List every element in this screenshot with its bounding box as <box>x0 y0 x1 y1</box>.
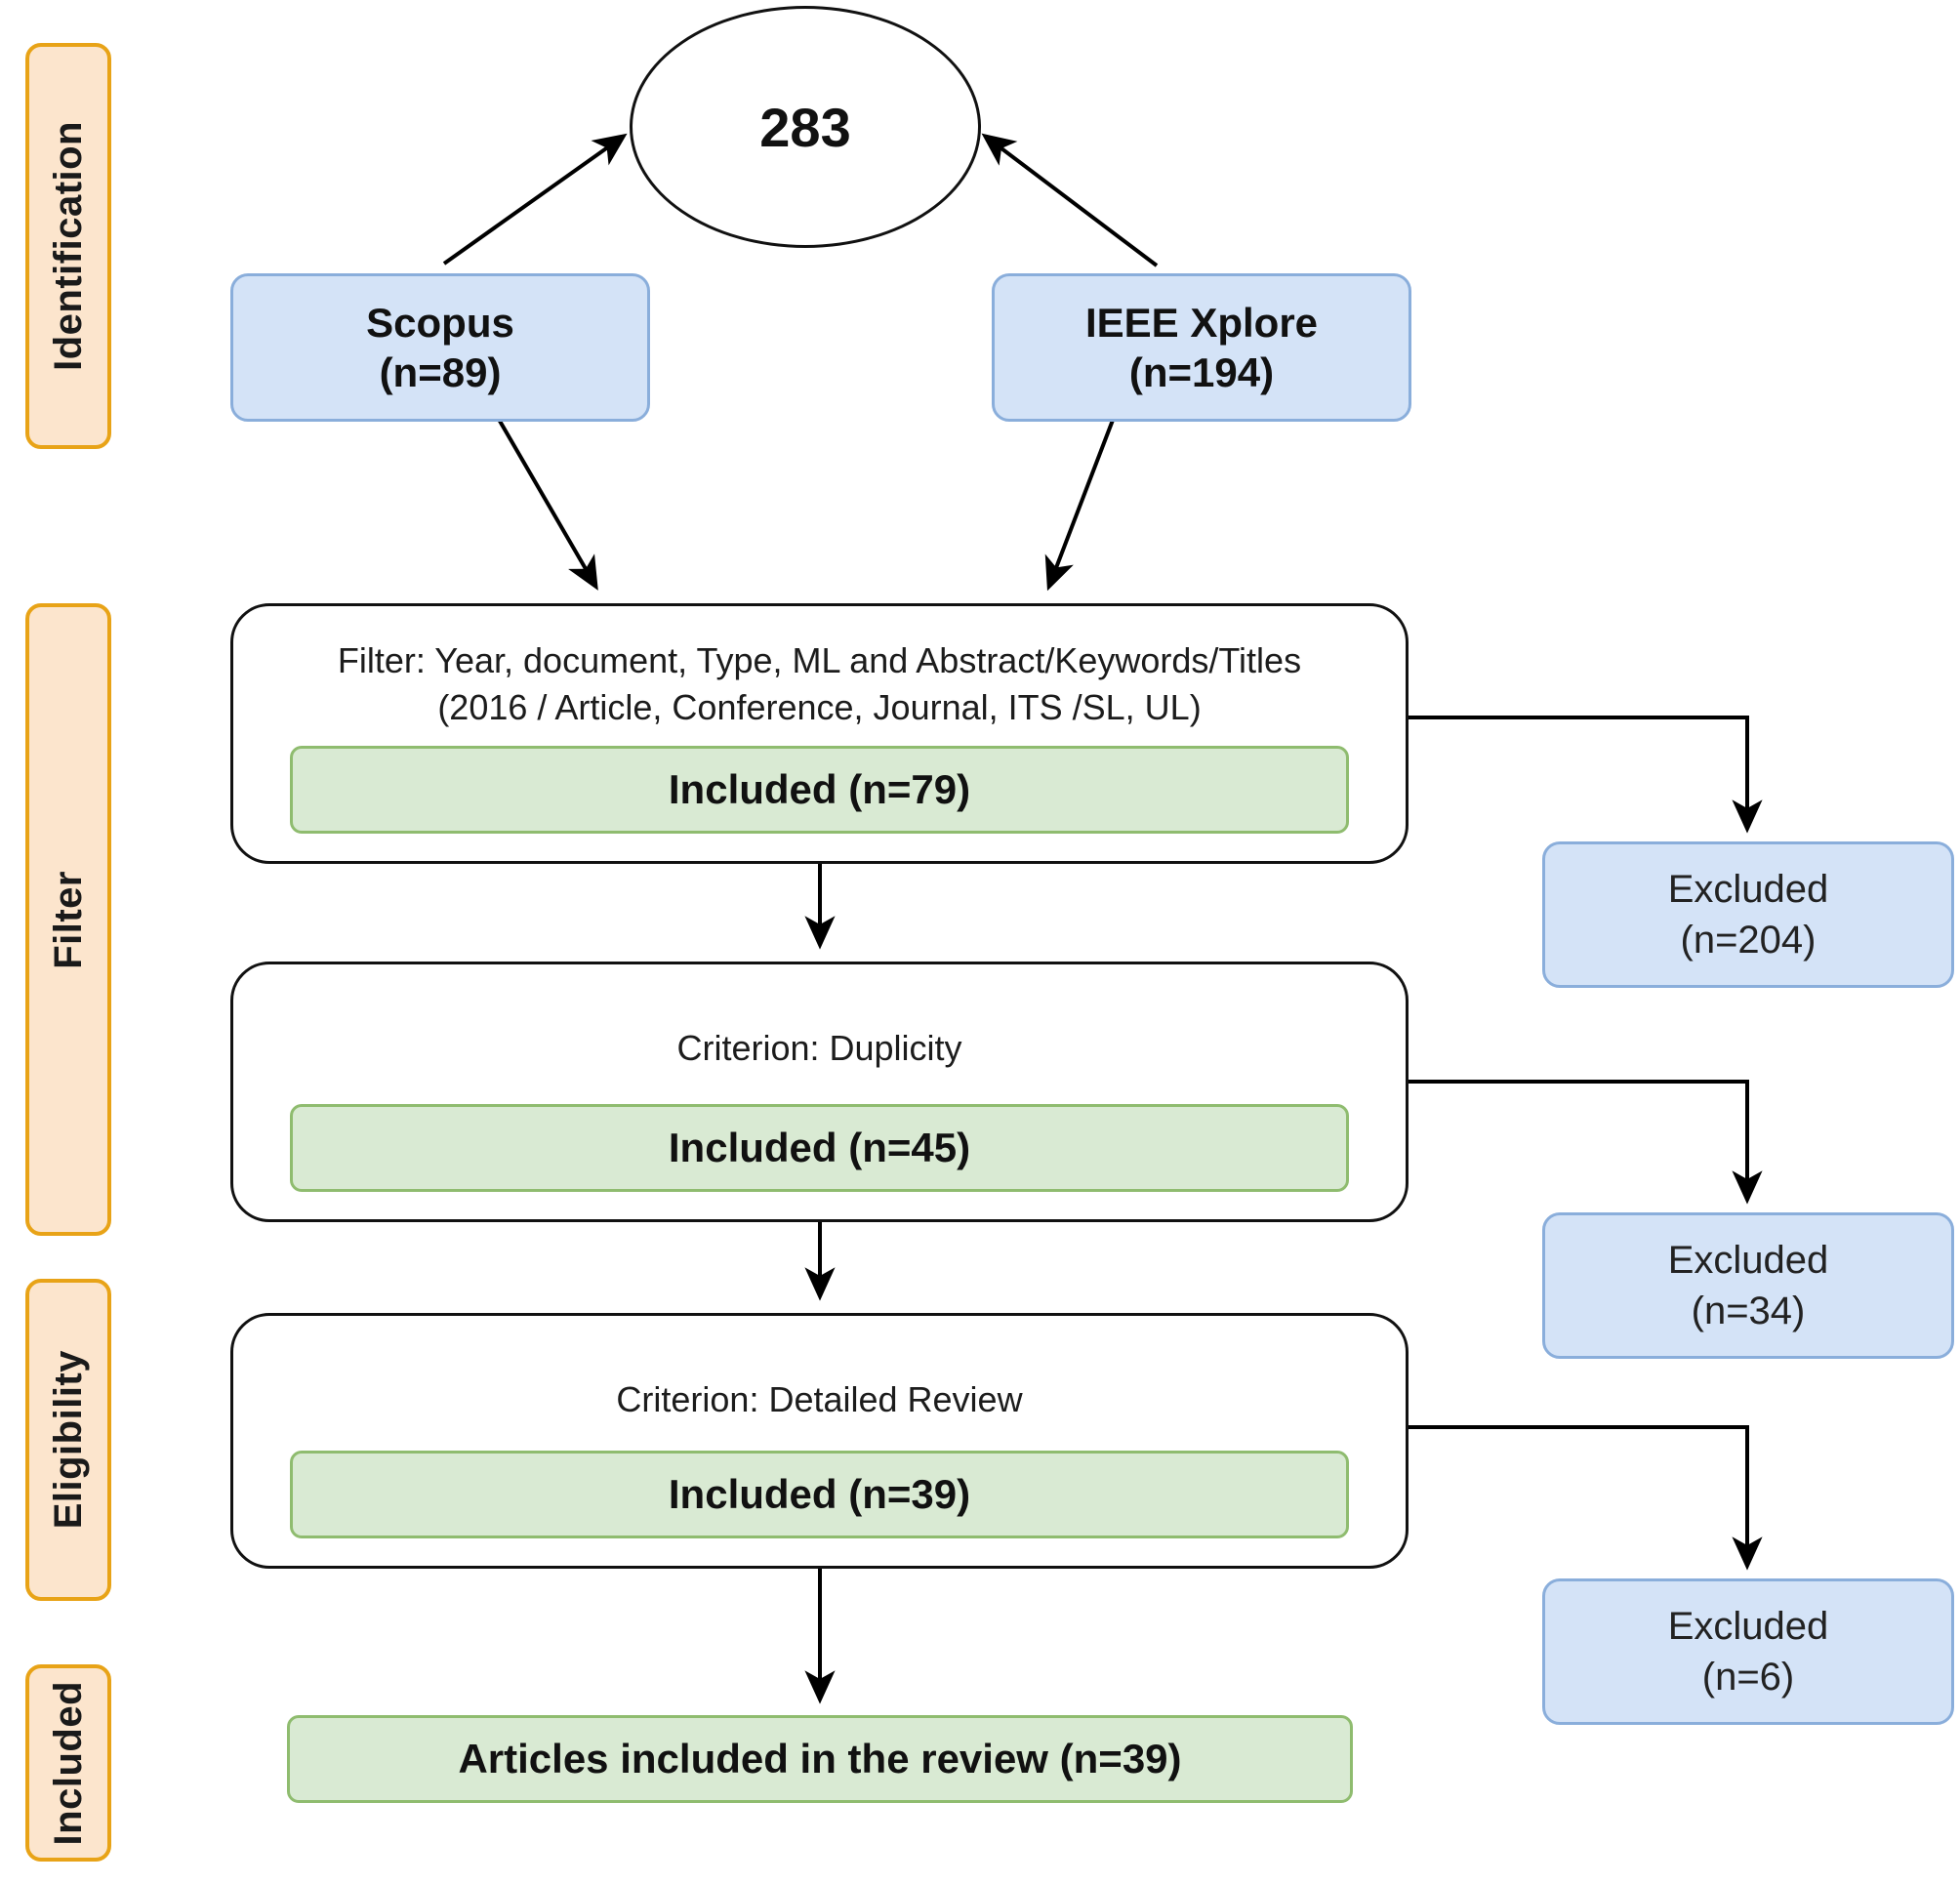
edge-filter-to-excluded-204 <box>1409 716 1763 834</box>
criterion-box-duplicity: Criterion: Duplicity Included (n=45) <box>230 962 1409 1222</box>
included-bar-duplicity-label: Included (n=45) <box>668 1125 971 1170</box>
stage-label-eligibility-text: Eligibility <box>46 1350 90 1530</box>
final-included-bar: Articles included in the review (n=39) <box>287 1715 1353 1803</box>
stage-label-eligibility: Eligibility <box>25 1279 111 1601</box>
source-box-ieee-name: IEEE Xplore <box>1084 299 1319 346</box>
edge-review-to-excluded-6 <box>1409 1425 1763 1571</box>
final-included-label: Articles included in the review (n=39) <box>458 1736 1182 1782</box>
included-bar-detailed-review-label: Included (n=39) <box>668 1471 971 1517</box>
excluded-box-204: Excluded (n=204) <box>1542 841 1954 988</box>
excluded-box-34: Excluded (n=34) <box>1542 1212 1954 1359</box>
stage-label-filter-text: Filter <box>46 870 90 969</box>
criterion-box-filter: Filter: Year, document, Type, ML and Abs… <box>230 603 1409 864</box>
excluded-box-6: Excluded (n=6) <box>1542 1578 1954 1725</box>
excluded-box-204-label: Excluded <box>1667 868 1829 911</box>
criterion-box-duplicity-text: Criterion: Duplicity <box>676 1028 962 1068</box>
excluded-box-204-count: (n=204) <box>1680 919 1817 962</box>
stage-label-filter: Filter <box>25 603 111 1236</box>
criterion-box-detailed-review: Criterion: Detailed Review Included (n=3… <box>230 1313 1409 1569</box>
included-bar-filter-label: Included (n=79) <box>668 766 971 812</box>
stage-label-included-text: Included <box>46 1680 90 1846</box>
source-box-scopus: Scopus (n=89) <box>230 273 650 422</box>
excluded-box-34-label: Excluded <box>1667 1239 1829 1282</box>
source-box-scopus-name: Scopus <box>366 299 514 346</box>
source-box-ieee-count: (n=194) <box>1128 349 1275 395</box>
edge-scopus-to-total <box>442 133 628 266</box>
excluded-box-6-label: Excluded <box>1667 1605 1829 1648</box>
included-bar-filter: Included (n=79) <box>290 746 1349 834</box>
stage-label-identification-text: Identification <box>46 121 90 371</box>
stage-label-included: Included <box>25 1664 111 1862</box>
excluded-box-34-count: (n=34) <box>1691 1290 1806 1332</box>
criterion-box-filter-text: Filter: Year, document, Type, ML and Abs… <box>337 640 1302 727</box>
stage-label-identification: Identification <box>25 43 111 449</box>
excluded-box-6-count: (n=6) <box>1701 1656 1795 1699</box>
included-bar-detailed-review: Included (n=39) <box>290 1451 1349 1538</box>
total-records-value: 283 <box>759 96 851 158</box>
included-bar-duplicity: Included (n=45) <box>290 1104 1349 1192</box>
edge-ieee-to-total <box>981 133 1159 267</box>
source-box-scopus-count: (n=89) <box>379 349 502 395</box>
total-records-ellipse: 283 <box>630 6 981 248</box>
criterion-box-detailed-review-text: Criterion: Detailed Review <box>616 1379 1023 1419</box>
edge-duplicity-to-excluded-34 <box>1409 1080 1763 1205</box>
source-box-ieee-xplore: IEEE Xplore (n=194) <box>992 273 1411 422</box>
